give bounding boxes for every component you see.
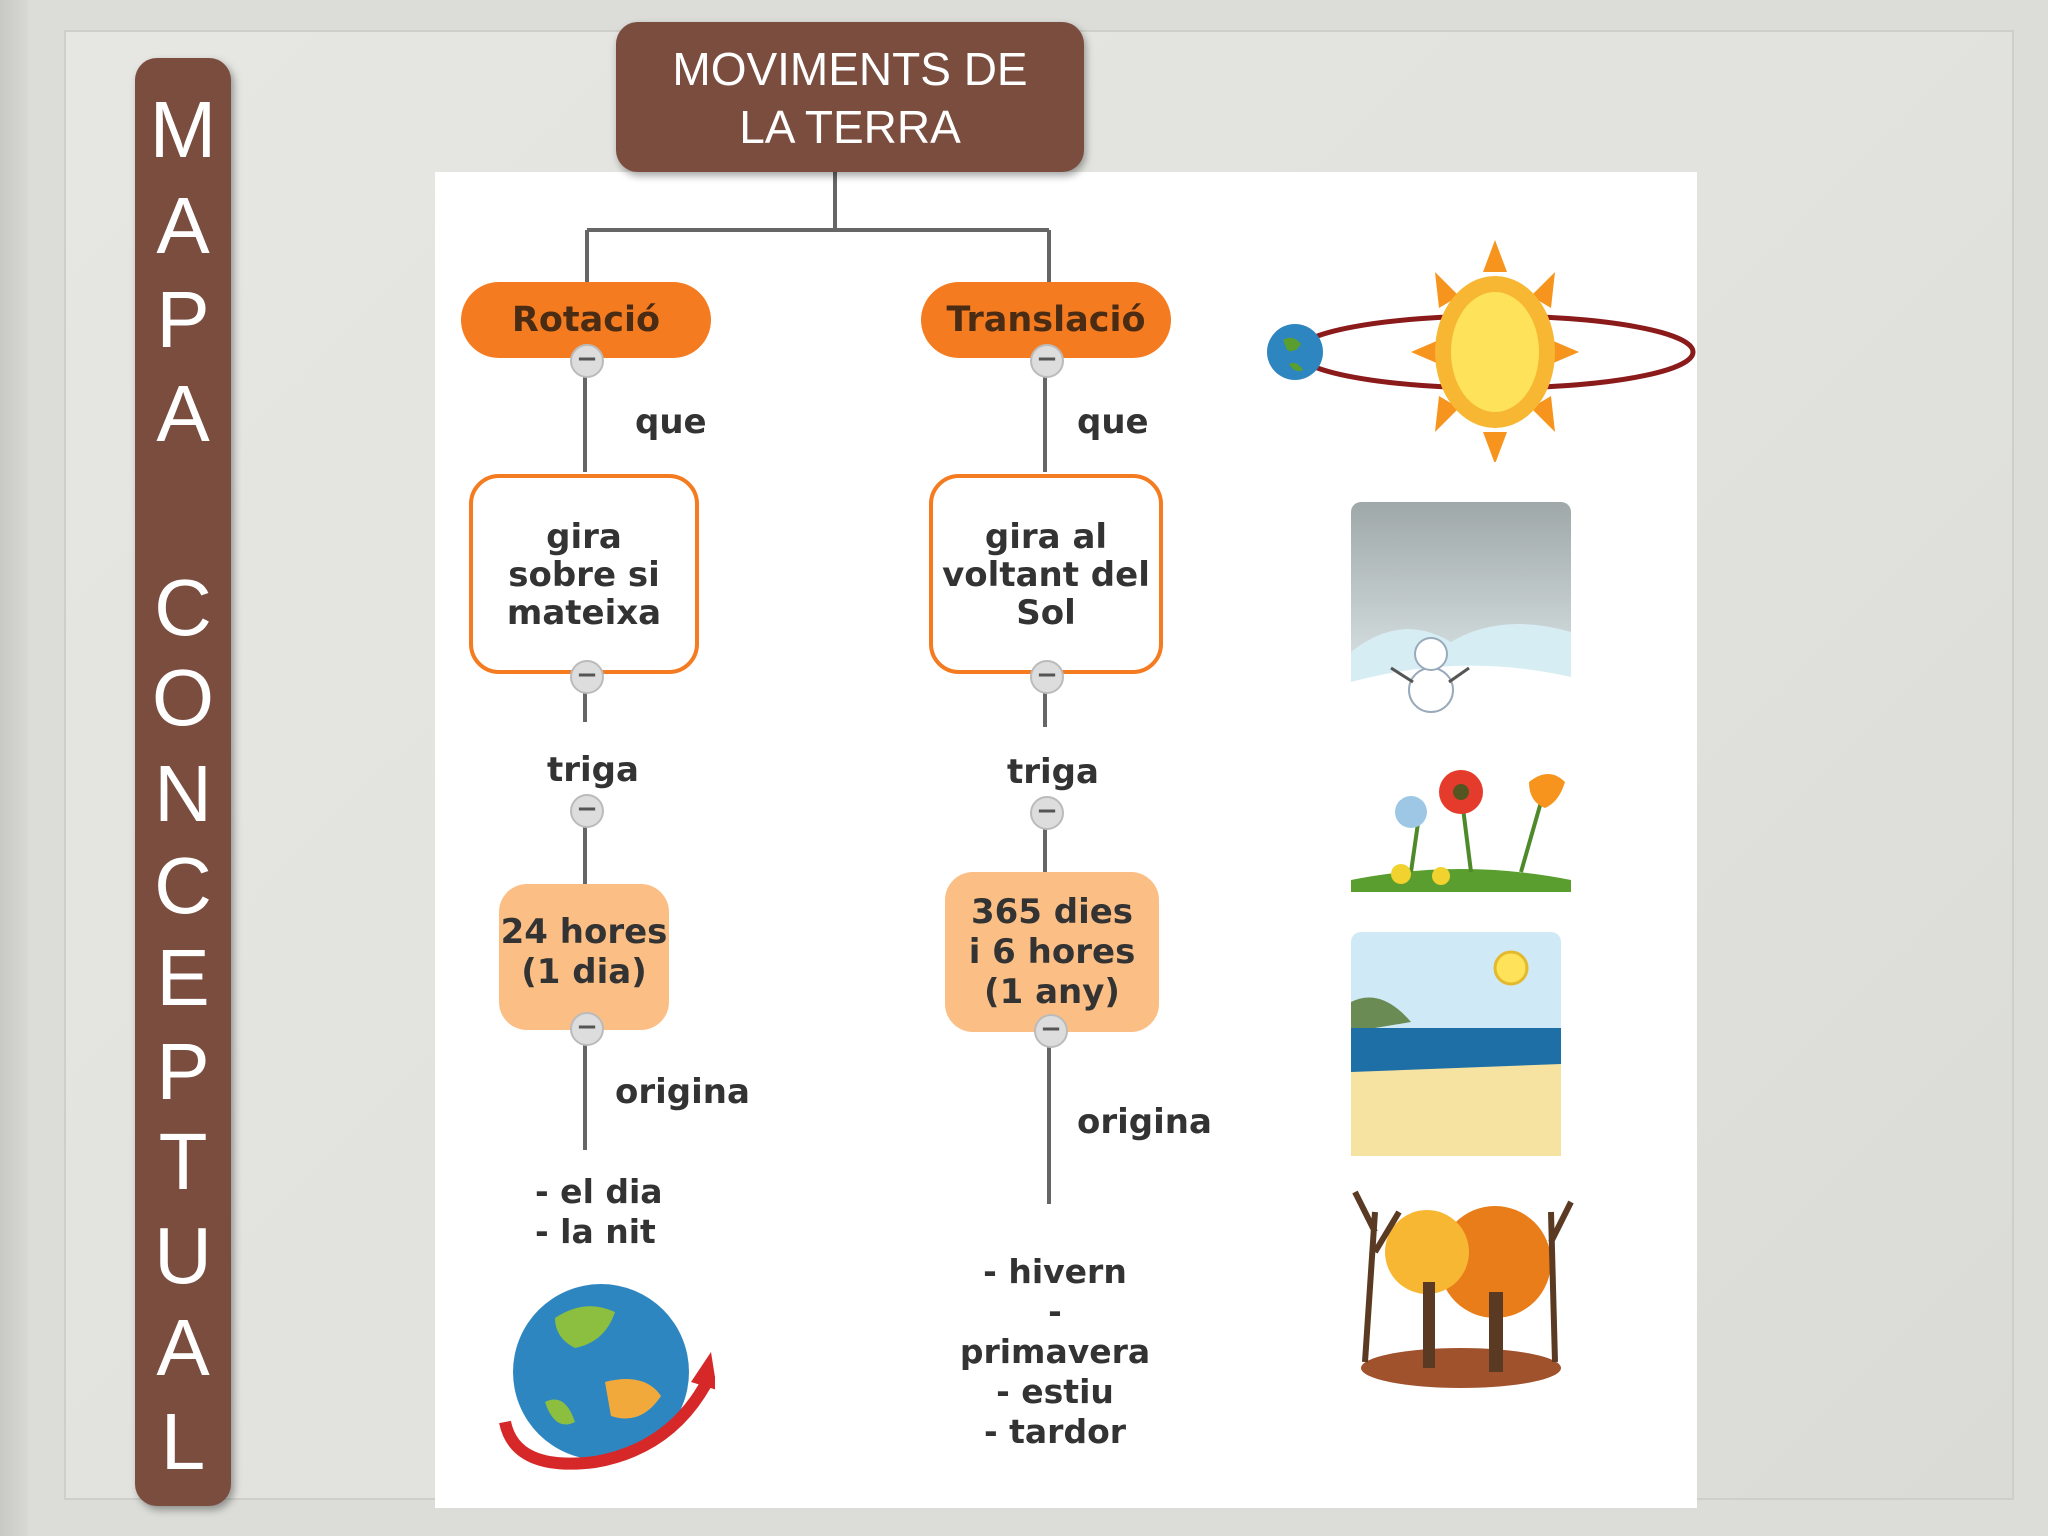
rotation-link-que: que xyxy=(635,402,707,442)
duration-line: 24 hores xyxy=(500,912,668,952)
result-item: - el dia xyxy=(535,1172,663,1211)
banner-letter: M xyxy=(149,85,217,174)
title-line-2: LA TERRA xyxy=(739,101,961,153)
translation-duration-box: 365 dies i 6 hores (1 any) xyxy=(945,872,1159,1032)
duration-line: (1 dia) xyxy=(521,952,647,992)
summer-beach-icon xyxy=(1351,932,1561,1156)
translation-definition-box: gira al voltant del Sol xyxy=(929,474,1163,674)
duration-line: i 6 hores xyxy=(968,932,1136,972)
result-item: - primavera xyxy=(959,1292,1151,1371)
result-item: - la nit xyxy=(535,1212,656,1251)
banner-letter: P xyxy=(156,275,210,364)
winter-snowman-icon xyxy=(1351,502,1571,722)
left-edge-strip xyxy=(0,0,28,1536)
collapse-icon[interactable]: − xyxy=(570,1012,604,1046)
collapse-icon[interactable]: − xyxy=(1030,796,1064,830)
banner-letter: C xyxy=(154,563,212,652)
duration-line: (1 any) xyxy=(984,972,1120,1012)
rotation-duration-box: 24 hores (1 dia) xyxy=(499,884,669,1030)
banner-letter: P xyxy=(156,1027,210,1116)
banner-letter: E xyxy=(156,933,210,1022)
banner-letter: A xyxy=(156,369,210,458)
translation-results: - hivern - primavera - estiu - tardor xyxy=(955,1252,1155,1452)
banner-letter: L xyxy=(160,1397,206,1486)
box-line: mateixa xyxy=(506,593,662,633)
collapse-icon[interactable]: − xyxy=(1030,344,1064,378)
rotation-link-triga: triga xyxy=(547,750,639,790)
translation-link-origina: origina xyxy=(1077,1102,1212,1142)
box-line: gira xyxy=(546,517,622,557)
earth-orbit-sun-icon xyxy=(1267,240,1696,462)
rotation-results: - el dia - la nit xyxy=(535,1172,663,1252)
translation-link-triga: triga xyxy=(1007,752,1099,792)
collapse-icon[interactable]: − xyxy=(570,794,604,828)
rotation-link-origina: origina xyxy=(615,1072,750,1112)
vertical-banner: M A P A C O N C E P T U A L xyxy=(135,58,231,1506)
box-line: sobre si xyxy=(508,555,660,595)
rotation-definition-box: gira sobre si mateixa xyxy=(469,474,699,674)
collapse-icon[interactable]: − xyxy=(570,660,604,694)
translation-link-que: que xyxy=(1077,402,1149,442)
duration-line: 365 dies xyxy=(970,892,1134,932)
box-line: gira al xyxy=(984,517,1108,557)
result-item: - tardor xyxy=(983,1412,1127,1451)
banner-letter: A xyxy=(156,181,210,270)
collapse-icon[interactable]: − xyxy=(570,344,604,378)
result-item: - estiu xyxy=(996,1372,1114,1411)
box-line: Sol xyxy=(1016,593,1076,633)
banner-letter: T xyxy=(158,1117,208,1206)
rotating-earth-icon xyxy=(499,1284,715,1470)
banner-letter: C xyxy=(154,841,212,930)
collapse-icon[interactable]: − xyxy=(1030,660,1064,694)
collapse-icon[interactable]: − xyxy=(1034,1014,1068,1048)
box-line: voltant del xyxy=(942,555,1150,595)
concept-map-panel: Rotació − que gira sobre si mateixa − tr… xyxy=(435,172,1697,1508)
autumn-trees-icon xyxy=(1352,1190,1574,1388)
map-title: MOVIMENTS DE LA TERRA xyxy=(616,22,1084,172)
banner-letter: U xyxy=(154,1211,212,1300)
result-item: - hivern xyxy=(983,1252,1127,1291)
banner-letter: N xyxy=(154,749,212,838)
banner-letter: O xyxy=(151,653,215,742)
title-line-1: MOVIMENTS DE xyxy=(672,43,1028,95)
banner-letter: A xyxy=(156,1303,210,1392)
spring-flowers-icon xyxy=(1351,770,1571,892)
